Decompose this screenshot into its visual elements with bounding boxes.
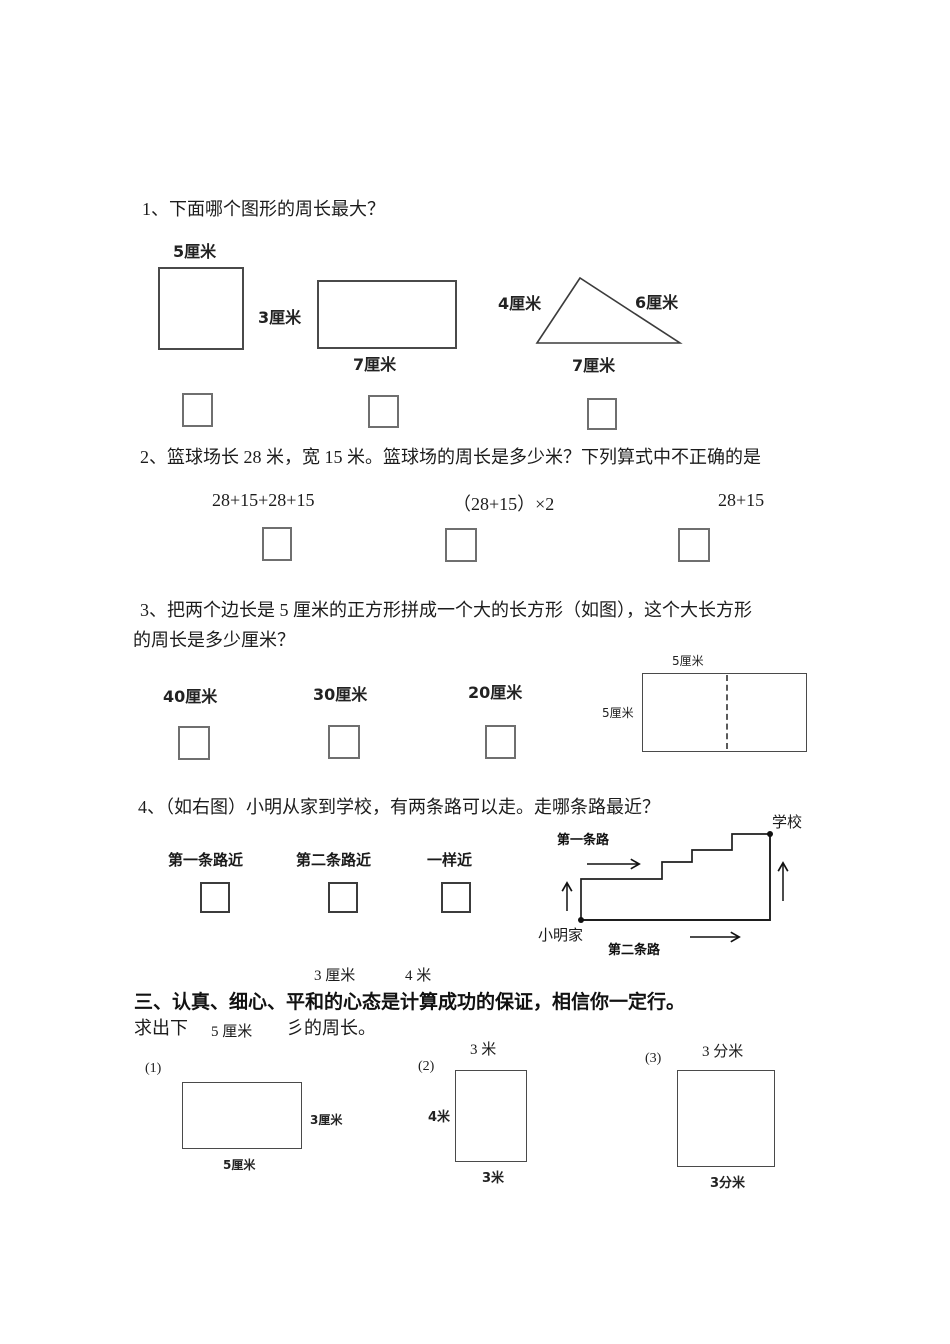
q3-option-b: 30厘米: [313, 685, 368, 704]
answer-checkbox-q1a[interactable]: [182, 393, 213, 427]
figure2-bottom-label: 3米: [482, 1171, 505, 1186]
stray-label-4m: 4 米: [405, 968, 432, 984]
answer-checkbox-q2b[interactable]: [445, 528, 477, 562]
figure1-bottom-label: 5厘米: [223, 1158, 256, 1172]
home-label: 小明家: [538, 928, 584, 944]
figure1-index: (1): [145, 1061, 162, 1076]
q1-title: 1、下面哪个图形的周长最大？: [142, 199, 385, 219]
q4-option-b: 第二条路近: [296, 851, 372, 869]
second-road-label: 第二条路: [608, 943, 661, 958]
q4-option-a: 第一条路近: [168, 851, 244, 869]
school-label: 学校: [772, 815, 803, 831]
q4-route-diagram: [561, 831, 789, 943]
figure3-rectangle: [677, 1070, 775, 1167]
q2-option-a: 28+15+28+15: [212, 490, 315, 510]
figure2-index: (2): [418, 1059, 435, 1074]
stray-label-3cm: 3 厘米: [314, 968, 356, 984]
q3-title-line2: 的周长是多少厘米？: [133, 630, 295, 650]
section3-heading: 三、认真、细心、平和的心态是计算成功的保证，相信你一定行。: [134, 991, 686, 1013]
q1-rect-bottom-label: 7厘米: [353, 355, 397, 374]
q3-option-c: 20厘米: [468, 683, 523, 702]
q1-triangle-left-label: 4厘米: [498, 294, 542, 313]
answer-checkbox-q3c[interactable]: [485, 725, 516, 759]
answer-checkbox-q4c[interactable]: [441, 882, 471, 913]
q1-triangle-bottom-label: 7厘米: [572, 356, 616, 375]
figure2-left-label: 4米: [428, 1110, 451, 1125]
q2-option-b: （28+15）×2: [453, 494, 555, 514]
answer-checkbox-q3a[interactable]: [178, 726, 210, 760]
section3-sub-suffix: 彡的周长。: [286, 1018, 376, 1038]
q1-triangle: [535, 276, 683, 344]
section3-sub-prefix: 求出下: [134, 1018, 188, 1038]
q1-square: [158, 267, 244, 350]
figure3-index: (3): [645, 1051, 662, 1066]
q1-rectangle: [317, 280, 457, 349]
q3-option-a: 40厘米: [163, 687, 218, 706]
q3-title-line1: 3、把两个边长是 5 厘米的正方形拼成一个大的长方形（如图），这个大长方形: [140, 600, 752, 620]
answer-checkbox-q4b[interactable]: [328, 882, 358, 913]
answer-checkbox-q1c[interactable]: [587, 398, 617, 430]
q3-figure-top-label: 5厘米: [672, 654, 704, 668]
q3-figure-dashed-divider: [726, 675, 728, 749]
second-road-path: [581, 834, 771, 921]
q3-figure-rectangle: [642, 673, 807, 752]
figure3-bottom-label: 3分米: [710, 1176, 746, 1191]
answer-checkbox-q2a[interactable]: [262, 527, 292, 561]
school-dot: [767, 831, 773, 837]
answer-checkbox-q3b[interactable]: [328, 725, 360, 759]
q2-option-c: 28+15: [718, 490, 765, 510]
first-road-label: 第一条路: [557, 833, 610, 848]
q4-title: 4、（如右图）小明从家到学校，有两条路可以走。走哪条路最近？: [138, 797, 660, 817]
q1-square-top-label: 5厘米: [173, 242, 217, 261]
q1-triangle-right-label: 6厘米: [635, 293, 679, 312]
figure1-rectangle: [182, 1082, 302, 1149]
figure2-top-label: 3 米: [470, 1042, 497, 1058]
first-road-path: [580, 833, 770, 920]
answer-checkbox-q2c[interactable]: [678, 528, 710, 562]
answer-checkbox-q1b[interactable]: [368, 395, 399, 428]
section3-overlap-label: 5 厘米: [211, 1024, 253, 1040]
figure1-right-label: 3厘米: [310, 1113, 343, 1127]
q4-option-c: 一样近: [427, 851, 473, 869]
q2-title: 2、篮球场长 28 米，宽 15 米。篮球场的周长是多少米？下列算式中不正确的是: [140, 447, 761, 467]
figure3-top-label: 3 分米: [702, 1044, 744, 1060]
home-dot: [578, 917, 584, 923]
q3-figure-left-label: 5厘米: [602, 706, 634, 720]
q1-rect-left-label: 3厘米: [258, 308, 302, 327]
figure2-rectangle: [455, 1070, 527, 1162]
answer-checkbox-q4a[interactable]: [200, 882, 230, 913]
